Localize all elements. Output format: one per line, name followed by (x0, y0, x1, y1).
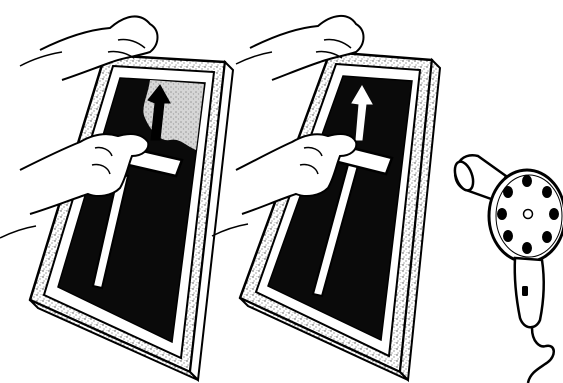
screen-coating-panel (0, 16, 233, 380)
screen-frame-left (30, 55, 233, 380)
hair-dryer-icon (451, 155, 563, 383)
screen-coated-panel (212, 16, 440, 380)
